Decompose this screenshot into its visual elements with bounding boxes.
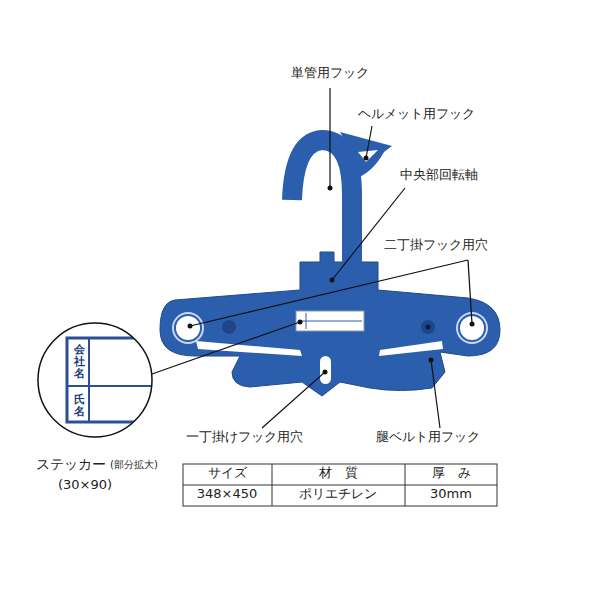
part-name: 腿ベルト用フック [376,430,480,445]
magnified-sticker-circle: 会社名氏名 [37,322,153,438]
leader-dot [364,156,369,161]
leader-line [468,260,472,324]
rivet-dot [426,325,431,330]
leader-line [262,372,325,428]
dimension: (30×90) [58,478,112,493]
table-header: 厚 み [432,466,471,481]
leader-line [190,260,468,326]
leader-dot [323,370,328,375]
leader-dot [188,324,193,329]
double-hook-hole [176,316,200,340]
belt-slit [379,341,443,356]
leader-line [431,360,440,428]
belt-slit [196,341,302,356]
leader-line [329,88,330,188]
field-heading: 氏名 [74,394,85,418]
leader-dot [298,320,303,325]
sticker-line [298,321,362,322]
table-header: 材 質 [319,466,358,481]
circle-border [38,323,152,437]
leader-dot [470,322,475,327]
table-rule [183,485,497,486]
part-name: ヘルメット用フック [358,107,475,122]
leader-dot [429,358,434,363]
rivet [421,320,435,334]
pipe-hook [292,140,352,266]
table-header: サイズ [208,466,247,481]
table-rule [405,464,406,506]
single-hook-slot [320,356,331,384]
sticker-divider [67,385,153,387]
part-name: 二丁掛フック用穴 [384,238,488,253]
sticker-divider [88,338,90,422]
leader-dot [328,186,333,191]
circle-outline [37,322,153,438]
circle-ground [38,323,152,437]
caption-text: ステッカー [36,456,106,472]
part-name: 一丁掛けフック用穴 [186,430,303,445]
leader-line [152,322,300,374]
spec-table [183,464,497,506]
table-rule [272,464,273,506]
leader-dot [330,278,335,283]
sticker-frame [67,338,153,422]
helmet-hook-notch [358,150,378,162]
table-cell: 348×450 [197,487,258,502]
rivet [222,320,236,334]
caption-note: (部分拡大) [110,459,158,471]
table-cell: 30mm [430,487,472,502]
helmet-hook [340,132,392,180]
hole-ring [173,313,203,343]
leader-line [332,188,405,280]
field-heading: 会社名 [74,344,85,380]
part-name: 中央部回転軸 [400,168,478,183]
hanger-body [160,252,500,396]
table-cell: ポリエチレン [299,487,377,502]
part-name: 単管用フック [291,66,369,81]
leader-line [366,126,372,158]
name-sticker [296,311,364,331]
